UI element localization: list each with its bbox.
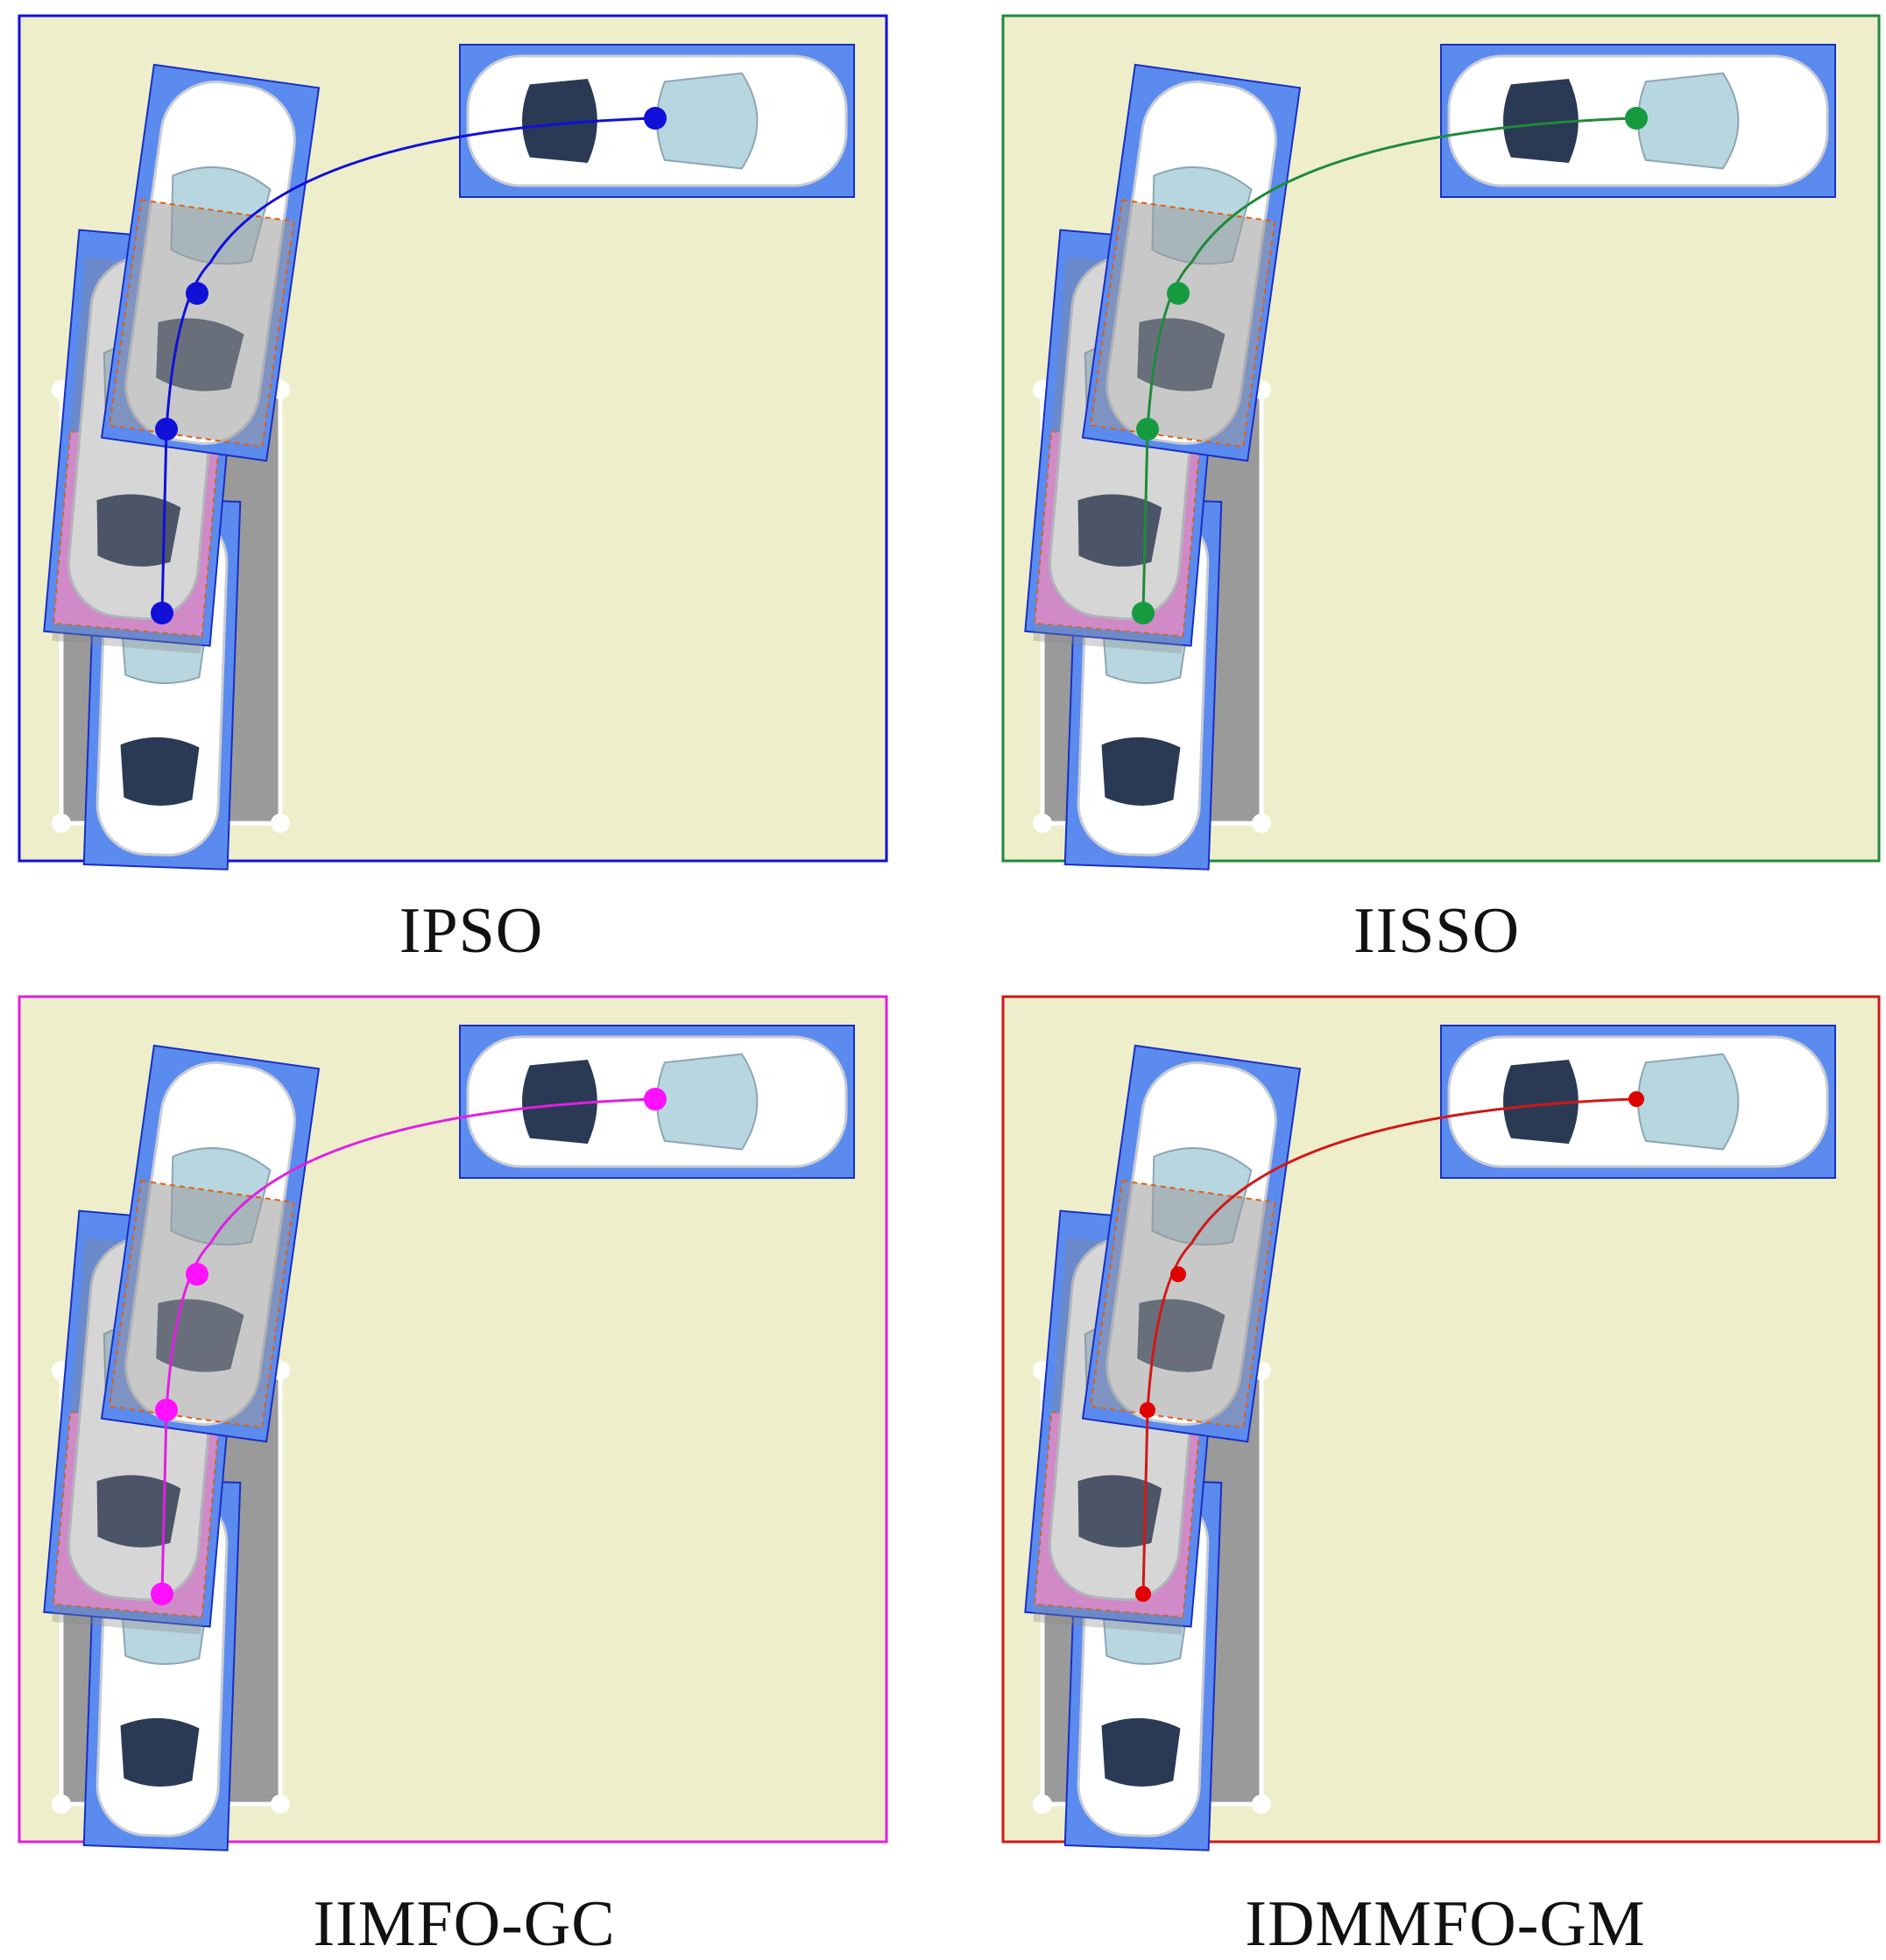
waypoint-icon [1132, 602, 1155, 624]
waypoint-icon [155, 418, 178, 441]
car-rear-window [522, 1060, 597, 1144]
car-windshield [656, 72, 759, 170]
slot-corner [52, 1794, 71, 1814]
overlap-shade [1089, 1180, 1276, 1429]
waypoint-icon [644, 107, 667, 130]
caption-iisso: IISSO [1353, 895, 1521, 967]
waypoint-icon [155, 1399, 178, 1421]
waypoint-icon [644, 1088, 667, 1110]
waypoint-icon [1628, 1091, 1644, 1107]
caption-iimfo-gc: IIMFO-GC [313, 1888, 616, 1960]
car-windshield [1637, 72, 1740, 170]
scene-idmmfo-gm [1001, 995, 1881, 1851]
scene-iisso [1001, 14, 1881, 871]
waypoint-icon [1167, 282, 1190, 305]
caption-ipso: IPSO [399, 895, 544, 967]
car-rear-window [1503, 1060, 1579, 1144]
trajectory-path [1141, 116, 1635, 614]
trajectory-path [160, 116, 653, 614]
car-windshield [656, 1053, 759, 1151]
car-windshield [1637, 1053, 1740, 1151]
slot-corner [271, 1794, 290, 1814]
car-rear-window [1077, 494, 1162, 567]
slot-corner [1033, 1794, 1052, 1814]
car-rear-window [1503, 79, 1579, 163]
waypoint-icon [1136, 418, 1159, 441]
overlap-shade [1089, 199, 1276, 448]
waypoint-icon [1170, 1266, 1186, 1282]
slot-corner [1033, 814, 1052, 833]
car-rear-window [1101, 737, 1181, 806]
overlap-shade [108, 199, 295, 448]
car-rear-window [1101, 1717, 1181, 1787]
panel-iisso: IISSO [981, 0, 1883, 972]
waypoint-icon [1625, 107, 1648, 130]
car-rear-window [96, 1475, 181, 1548]
waypoint-icon [1135, 1586, 1151, 1602]
overlap-shade [108, 1180, 295, 1429]
trajectory-path [1141, 1097, 1635, 1595]
waypoint-icon [1140, 1402, 1155, 1418]
slot-corner [1252, 814, 1271, 833]
car-rear-window [120, 1717, 200, 1787]
waypoint-icon [186, 1263, 208, 1286]
car-rear-window [120, 737, 200, 806]
car-rear-window [96, 494, 181, 567]
slot-corner [271, 814, 290, 833]
scene-iimfo-gc [18, 995, 888, 1851]
waypoint-icon [186, 282, 208, 305]
panel-iimfo-gc: IIMFO-GC [0, 981, 943, 1960]
car-rear-window [522, 79, 597, 163]
target-car [466, 1035, 848, 1168]
waypoint-icon [151, 1583, 173, 1605]
car-rear-window [1077, 1475, 1162, 1548]
scene-ipso [18, 14, 888, 871]
car-icon [100, 63, 321, 462]
waypoint-icon [151, 602, 173, 624]
trajectory-path [160, 1097, 653, 1595]
slot-corner [1252, 1794, 1271, 1814]
panel-idmmfo-gm: IDMMFO-GM [981, 981, 1883, 1960]
slot-corner [52, 814, 71, 833]
caption-idmmfo-gm: IDMMFO-GM [1245, 1888, 1646, 1960]
panel-ipso: IPSO [0, 0, 943, 972]
